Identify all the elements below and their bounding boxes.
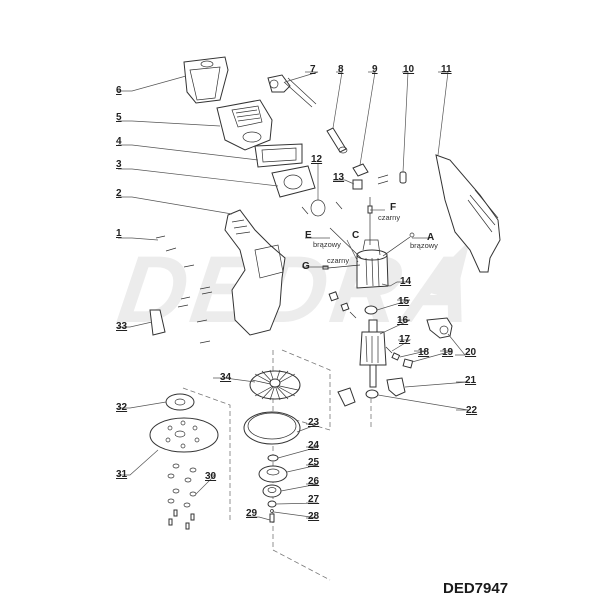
label-5: 5	[116, 112, 122, 123]
part-15-bearing	[364, 305, 378, 315]
label-2: 2	[116, 188, 122, 199]
part-31-sanding-pad	[149, 417, 219, 453]
part-26-bearing	[262, 484, 282, 498]
screws-near-13	[377, 174, 389, 185]
label-7: 7	[310, 64, 316, 75]
label-10: 10	[403, 64, 415, 75]
part-7-switch	[267, 74, 317, 108]
wire-color-g: czarny	[327, 256, 349, 265]
label-22: 22	[466, 405, 478, 416]
label-23: 23	[308, 417, 320, 428]
label-31: 31	[116, 469, 128, 480]
watermark-swoosh	[420, 240, 470, 300]
label-30: 30	[205, 471, 217, 482]
screws-near-12	[301, 201, 343, 215]
part-33-label-plate	[149, 309, 166, 336]
label-29: 29	[246, 508, 258, 519]
part-23-seal-ring	[243, 411, 301, 445]
part-12-o-ring	[310, 199, 326, 217]
label-26: 26	[308, 476, 320, 487]
wire-color-a: brązowy	[410, 241, 438, 250]
label-4: 4	[116, 136, 122, 147]
label-33: 33	[116, 321, 128, 332]
part-5-housing-cover	[216, 99, 273, 151]
part-1-screws	[155, 235, 213, 344]
part-25-bearing-housing	[258, 465, 288, 483]
label-11: 11	[441, 64, 452, 75]
label-13: 13	[333, 172, 345, 183]
wire-color-f: czarny	[378, 213, 400, 222]
part-4-filter-frame	[254, 143, 303, 168]
part-number-labels: 1 2 3 4 5 6 7 8 9 10 11 12 13 14 15 16 1…	[116, 64, 478, 522]
label-19: 19	[442, 347, 454, 358]
label-24: 24	[308, 440, 320, 451]
part-16-armature	[359, 319, 387, 388]
brushes-left	[328, 291, 357, 319]
part-brush-holder-left	[337, 387, 356, 407]
wire-letter-a: A	[427, 232, 434, 243]
part-14-stator	[356, 239, 389, 289]
part-34-fan	[249, 369, 301, 401]
label-8: 8	[338, 64, 344, 75]
wire-color-e: brązowy	[313, 240, 341, 249]
wire-letter-f: F	[390, 202, 396, 213]
label-6: 6	[116, 85, 122, 96]
part-3-dust-port	[271, 165, 316, 198]
part-27-washer	[267, 500, 277, 508]
label-20: 20	[465, 347, 477, 358]
label-9: 9	[372, 64, 378, 75]
model-code: DED7947	[443, 580, 509, 597]
label-34: 34	[220, 372, 232, 383]
part-28-spring-washer	[270, 509, 274, 513]
wire-letter-e: E	[305, 230, 312, 241]
part-11-handle-half	[435, 154, 501, 273]
part-10-cable-clamp	[399, 171, 407, 184]
parts-17-19-brushes	[385, 346, 414, 369]
label-16: 16	[397, 315, 409, 326]
assembly-guide-upper	[281, 349, 331, 431]
label-18: 18	[418, 347, 430, 358]
part-29-bolt	[269, 513, 275, 523]
label-15: 15	[398, 296, 410, 307]
label-12: 12	[311, 154, 323, 165]
wire-letter-c: C	[352, 230, 359, 241]
part-32-mounting-plate	[165, 393, 195, 411]
label-25: 25	[308, 457, 320, 468]
part-6-top-cover	[183, 56, 229, 104]
leader-lines	[118, 71, 469, 521]
label-21: 21	[465, 375, 477, 386]
label-32: 32	[116, 402, 128, 413]
part-8-cable-sleeve	[326, 127, 348, 154]
part-9-switch-button	[352, 163, 369, 177]
label-3: 3	[116, 159, 122, 170]
wire-labels: A brązowy C E brązowy F czarny G czarny	[302, 202, 438, 272]
part-21-brush-holder	[386, 377, 406, 397]
part-30-washers-screws	[167, 463, 197, 530]
assembly-guide-left	[182, 387, 231, 520]
wire-letter-g: G	[302, 261, 310, 272]
part-22-bearing	[365, 389, 379, 399]
part-24-washer	[267, 454, 279, 462]
label-1: 1	[116, 228, 122, 239]
label-17: 17	[399, 334, 411, 345]
part-13-clip	[352, 179, 363, 190]
part-2-motor-housing	[224, 209, 286, 336]
wires	[322, 197, 415, 270]
label-27: 27	[308, 494, 320, 505]
label-28: 28	[308, 511, 320, 522]
label-14: 14	[400, 276, 412, 287]
